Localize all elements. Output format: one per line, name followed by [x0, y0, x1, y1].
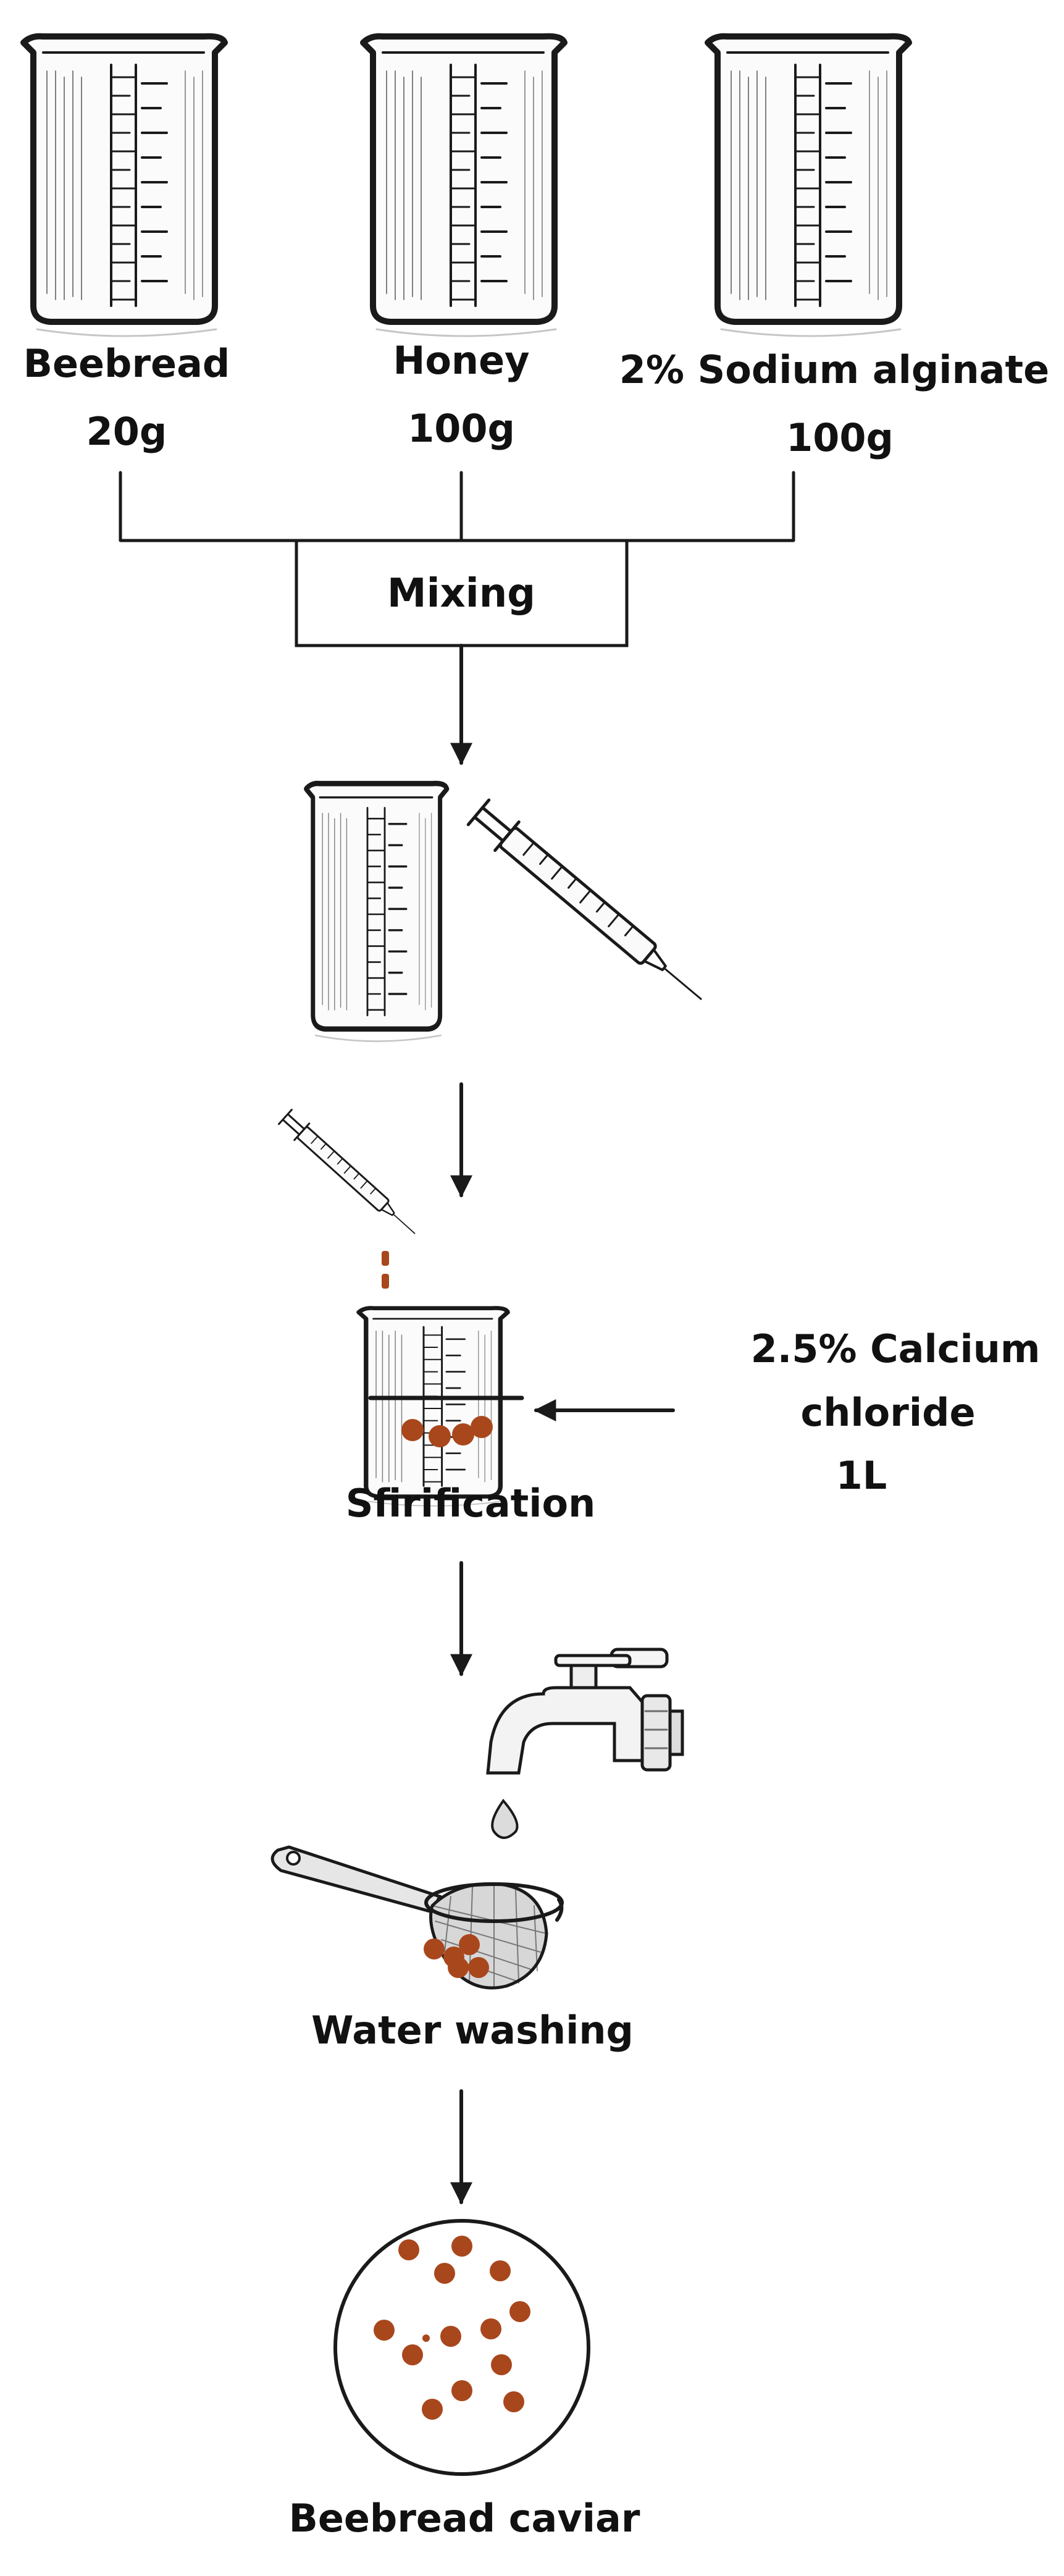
water-washing-label: Water washing	[311, 2008, 634, 2053]
beaker-mixed-solution	[306, 783, 447, 1041]
beaker-beebread	[23, 36, 225, 336]
drop-icons	[382, 1251, 389, 1289]
alginate-beads	[401, 1416, 493, 1447]
calcium-chloride-line3: 1L	[836, 1453, 887, 1498]
mixing-box	[295, 539, 629, 647]
spherification-label: Sfirification	[346, 1481, 596, 1526]
ingredient-honey-name: Honey	[393, 338, 529, 383]
caviar-beads	[374, 2236, 530, 2420]
mixing-label: Mixing	[387, 571, 535, 617]
merge-connector	[119, 471, 795, 542]
calcium-chloride-line1: 2.5% Calcium	[751, 1326, 1041, 1371]
caviar-plate	[333, 2219, 590, 2476]
beaker-honey	[363, 36, 564, 336]
ingredient-honey-amount: 100g	[408, 406, 515, 451]
ingredient-sodium-alginate-name: 2% Sodium alginate	[619, 347, 1049, 392]
syringe-icon	[467, 798, 713, 1013]
beebread-caviar-label: Beebread caviar	[289, 2496, 640, 2541]
beaker-sodium-alginate	[708, 36, 909, 336]
dripping-syringe-icon	[277, 1108, 424, 1243]
strainer-icon	[270, 1845, 564, 1990]
calcium-chloride-line2: chloride	[801, 1390, 976, 1435]
ingredient-beebread-name: Beebread	[23, 341, 230, 386]
washed-beads	[424, 1934, 489, 1978]
water-tap-icon	[486, 1648, 684, 1839]
ingredient-beebread-amount: 20g	[86, 409, 167, 454]
ingredient-sodium-alginate-amount: 100g	[786, 415, 894, 460]
beaker-spherification	[359, 1308, 508, 1505]
